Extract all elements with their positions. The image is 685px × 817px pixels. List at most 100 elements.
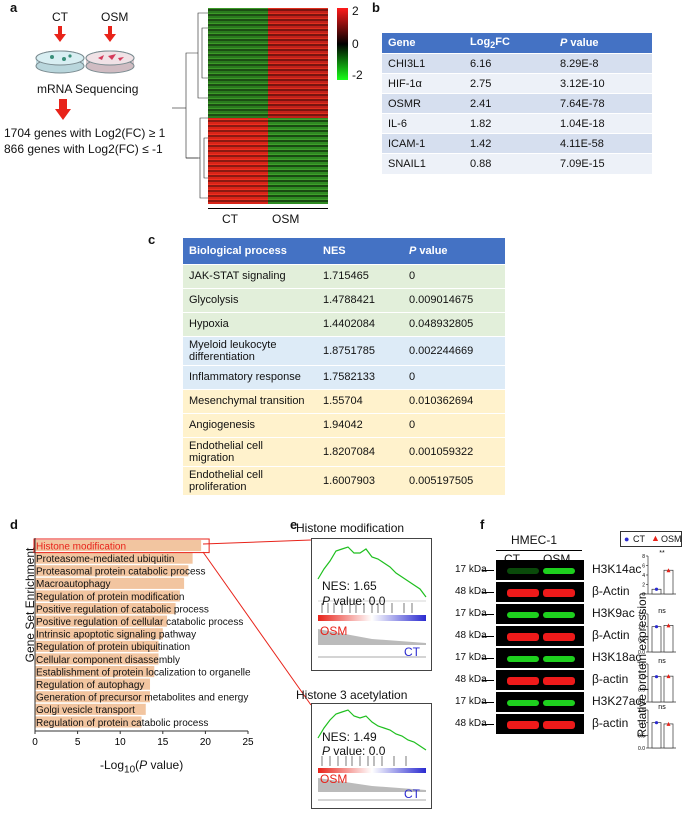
green-band bbox=[507, 656, 539, 662]
enrichment-bar-label: Regulation of protein ubiquitination bbox=[36, 642, 190, 653]
mini-tick-label: 1.0 bbox=[638, 721, 645, 727]
mini-tick-label: 8 bbox=[642, 554, 645, 560]
heatmap-ct-label: CT bbox=[222, 212, 238, 226]
process-cell: 1.6007903 bbox=[317, 465, 403, 495]
kda-label: 17 kDa bbox=[455, 652, 487, 663]
actin-blot bbox=[496, 626, 584, 646]
panel-c-label: c bbox=[148, 232, 156, 247]
process-cell: 1.7582133 bbox=[317, 364, 403, 389]
upregulated-genes-text: 1704 genes with Log2(FC) ≥ 1 bbox=[4, 126, 166, 140]
enrichment-bar bbox=[35, 703, 146, 715]
enrichment-bar bbox=[35, 653, 159, 665]
enrichment-bar-label: Establishment of protein localization to… bbox=[36, 667, 251, 678]
histone-blot bbox=[496, 692, 584, 712]
histone-blot bbox=[496, 648, 584, 668]
mini-tick-label: 1.5 bbox=[638, 662, 645, 668]
green-band bbox=[507, 700, 539, 706]
process-cell: 1.4402084 bbox=[317, 311, 403, 336]
enrichment-bar-label: Regulation of protein catabolic process bbox=[36, 718, 208, 729]
scale-mid-label: 0 bbox=[352, 37, 359, 51]
significance-label: ns bbox=[658, 608, 666, 615]
marker-tick bbox=[482, 658, 494, 659]
enrichment-bar bbox=[35, 640, 159, 652]
process-col-header: Biological process bbox=[183, 238, 317, 264]
enrichment-bar-chart: Histone modificationProteasome-mediated … bbox=[32, 538, 254, 748]
expression-bar bbox=[651, 676, 662, 703]
actin-label: β-Actin bbox=[592, 628, 630, 642]
expression-bar bbox=[663, 625, 674, 653]
x-tick-label: 25 bbox=[242, 737, 254, 748]
process-cell: 1.715465 bbox=[317, 263, 403, 288]
gene-cell: 8.29E-8 bbox=[554, 53, 652, 74]
gsea1-ct: CT bbox=[404, 645, 420, 659]
kda-label: 48 kDa bbox=[455, 718, 487, 729]
x-tick-label: 5 bbox=[75, 737, 81, 748]
enrichment-bar bbox=[35, 666, 155, 678]
process-table: Biological process NES P value JAK-STAT … bbox=[183, 238, 505, 495]
gene-cell: 1.42 bbox=[464, 133, 554, 154]
histone-mark-label: H3K14ac bbox=[592, 562, 642, 576]
legend-ct: CT bbox=[633, 534, 645, 544]
marker-tick bbox=[482, 592, 494, 593]
gene-cell: 0.88 bbox=[464, 153, 554, 174]
gsea1-osm: OSM bbox=[320, 624, 348, 638]
heatmap-group-line bbox=[208, 208, 328, 209]
marker-tick bbox=[482, 702, 494, 703]
enrichment-bar bbox=[35, 603, 176, 615]
down-arrow-icon bbox=[55, 99, 71, 120]
gsea1-curve bbox=[317, 546, 427, 598]
x-tick-label: 20 bbox=[200, 737, 212, 748]
gene-cell: 2.75 bbox=[464, 73, 554, 94]
enrichment-bar-label: Macroautophagy bbox=[36, 579, 111, 590]
enrichment-bar bbox=[35, 678, 151, 690]
actin-blot bbox=[496, 714, 584, 734]
gsea1-pval: P value: 0.0 bbox=[322, 594, 386, 608]
actin-label: β-Actin bbox=[592, 584, 630, 598]
gene-cell: 1.04E-18 bbox=[554, 113, 652, 134]
process-cell: 0.010362694 bbox=[403, 388, 505, 413]
gsea2-title: Histone 3 acetylation bbox=[296, 688, 408, 702]
green-band bbox=[543, 568, 575, 574]
red-band bbox=[507, 677, 539, 685]
culture-dishes-illustration bbox=[35, 26, 135, 74]
gene-cell: 3.12E-10 bbox=[554, 73, 652, 94]
green-band bbox=[543, 612, 575, 618]
d-xlabel: -Log10(P value) bbox=[100, 758, 184, 776]
histone-mark-label: H3K9ac bbox=[592, 606, 635, 620]
heatmap-dendrogram bbox=[172, 12, 208, 199]
mini-tick-label: 0.0 bbox=[638, 746, 645, 752]
process-cell: Endothelial cell proliferation bbox=[183, 465, 317, 495]
expression-bar bbox=[663, 723, 674, 749]
marker-tick bbox=[482, 614, 494, 615]
kda-label: 17 kDa bbox=[455, 608, 487, 619]
cell-line-label: HMEC-1 bbox=[511, 533, 558, 547]
green-band bbox=[543, 656, 575, 662]
protein-expression-charts: 86420**1.51.00.50.0ns1.51.00.50.0ns1.51.… bbox=[638, 550, 676, 752]
red-band bbox=[507, 589, 539, 597]
process-cell: 1.8207084 bbox=[317, 436, 403, 466]
process-cell: 0 bbox=[403, 263, 505, 288]
gene-cell: ICAM-1 bbox=[382, 133, 464, 154]
red-band bbox=[507, 721, 539, 729]
cell-line-underline bbox=[496, 550, 582, 551]
gsea1-plot: NES: 1.65 P value: 0.0 OSM CT bbox=[311, 538, 432, 671]
enrichment-bar-label: Regulation of autophagy bbox=[36, 680, 144, 691]
gene-cell: IL-6 bbox=[382, 113, 464, 134]
enrichment-bar-label: Regulation of protein modification bbox=[36, 592, 184, 603]
highlight-box bbox=[33, 538, 210, 554]
mini-tick-label: 0.5 bbox=[638, 637, 645, 643]
process-cell: Glycolysis bbox=[183, 287, 317, 312]
gene-cell: SNAIL1 bbox=[382, 153, 464, 174]
gene-cell: OSMR bbox=[382, 93, 464, 114]
gsea1-nes: NES: 1.65 bbox=[322, 579, 377, 593]
kda-label: 17 kDa bbox=[455, 564, 487, 575]
red-band bbox=[507, 633, 539, 641]
osm-dish-label: OSM bbox=[101, 10, 129, 24]
